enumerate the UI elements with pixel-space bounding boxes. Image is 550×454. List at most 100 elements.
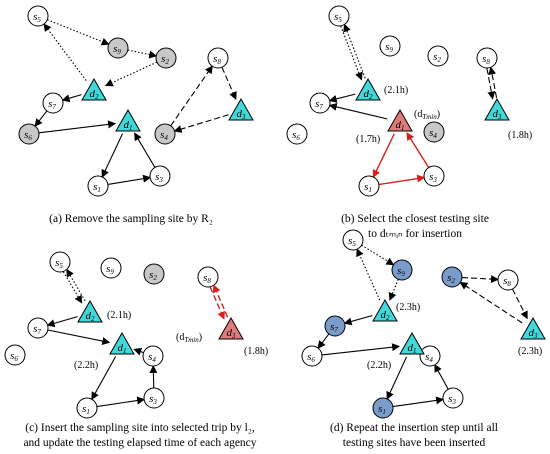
edge-b-d1-s1 xyxy=(372,133,395,178)
depot-d3-label: d3 xyxy=(529,327,539,340)
edge-b-s3-d1 xyxy=(406,132,430,168)
site-s3-label: s3 xyxy=(448,393,456,406)
site-s3-label: s3 xyxy=(429,171,437,184)
site-s3 xyxy=(143,387,165,409)
time-d-d2: (2.3h) xyxy=(396,302,420,313)
site-s6 xyxy=(18,123,40,145)
site-s1-label: s1 xyxy=(378,403,386,416)
edge-c-d1-s1 xyxy=(91,356,117,401)
depot-d1-label: d1 xyxy=(396,119,405,132)
edges-layer xyxy=(34,19,528,408)
site-s6-label: s6 xyxy=(292,129,300,142)
site-s8-label: s8 xyxy=(503,275,511,288)
site-s5 xyxy=(328,5,350,27)
site-s1 xyxy=(358,175,380,197)
site-s2-label: s2 xyxy=(161,53,169,66)
edge-d-d2-s5 xyxy=(356,248,381,301)
site-s6 xyxy=(286,123,308,145)
site-s1 xyxy=(87,175,109,197)
edge-c-s5-d2 xyxy=(62,271,83,304)
site-s8-label: s8 xyxy=(482,53,490,66)
site-s4 xyxy=(419,345,441,367)
edge-d-s3-s4 xyxy=(434,363,449,390)
dtmin-b: (dTmin) xyxy=(414,109,440,121)
site-s6-label: s6 xyxy=(10,350,18,363)
edge-a-d2-s7 xyxy=(61,94,82,103)
edge-a-s1-s3 xyxy=(107,174,152,185)
edge-d-d3-s2 xyxy=(459,281,523,324)
site-s9 xyxy=(391,259,413,281)
dtmin-c: (dTmin) xyxy=(176,332,202,344)
site-s7 xyxy=(309,92,331,114)
edge-a-s2-d2 xyxy=(104,61,158,87)
site-s9-label: s9 xyxy=(106,263,114,276)
site-s4-label: s4 xyxy=(429,127,437,140)
site-s5-label: s5 xyxy=(33,11,41,24)
edge-b-s1-s3 xyxy=(378,174,426,186)
site-s4-label: s4 xyxy=(425,351,433,364)
edge-b-d2-s5 xyxy=(343,23,366,79)
site-s4 xyxy=(142,345,164,367)
edge-d-d2-s7 xyxy=(343,314,373,326)
edge-d-s8-d3 xyxy=(511,288,528,320)
site-s5 xyxy=(27,5,49,27)
edge-d-s6-d1 xyxy=(321,343,401,356)
edge-c-d2-s7 xyxy=(46,316,78,328)
site-s7-label: s7 xyxy=(330,321,338,334)
site-s6 xyxy=(4,344,26,366)
site-s9-label: s9 xyxy=(385,41,393,54)
time-d-d1: (2.2h) xyxy=(367,360,391,371)
site-s4 xyxy=(154,123,176,145)
depot-d3-label: d3 xyxy=(237,108,247,121)
edge-d-s7-s6 xyxy=(317,333,330,349)
site-s1-label: s1 xyxy=(364,181,372,194)
site-s5-label: s5 xyxy=(334,11,342,24)
caption-c-line-1: (c) Insert the sampling site into select… xyxy=(25,422,255,434)
site-s1 xyxy=(372,397,394,419)
site-s5-label: s5 xyxy=(55,257,63,270)
edge-a-s4-s8 xyxy=(170,65,213,127)
depot-d2 xyxy=(355,77,381,101)
site-s8-label: s8 xyxy=(213,53,221,66)
edge-d-d1-s1 xyxy=(386,356,408,400)
site-s8-label: s8 xyxy=(203,272,211,285)
time-d-d3: (2.3h) xyxy=(518,346,542,357)
edge-c-s1-s3 xyxy=(96,396,146,408)
caption-b-line-2: to dₜₘᵢₙ for insertion xyxy=(368,228,462,240)
time-c-d2: (2.1h) xyxy=(107,310,131,321)
edge-c-s3-s4 xyxy=(149,364,158,389)
site-s8 xyxy=(207,47,229,69)
edge-a-s8-d3 xyxy=(221,66,237,100)
depot-d3 xyxy=(228,97,254,121)
depot-d3 xyxy=(218,316,244,340)
caption-c-line-2: and update the testing elapsed time of e… xyxy=(23,437,256,449)
depot-d1 xyxy=(387,108,413,132)
site-s7-label: s7 xyxy=(48,98,56,111)
site-s9 xyxy=(100,257,122,279)
depot-d3 xyxy=(484,97,510,121)
depot-d2 xyxy=(77,299,103,323)
site-s9-label: s9 xyxy=(397,265,405,278)
depot-d3-label: d3 xyxy=(227,327,237,340)
site-s4-label: s4 xyxy=(160,129,168,142)
depot-d1-label: d1 xyxy=(408,342,417,355)
depot-d3 xyxy=(520,316,546,340)
site-s7-label: s7 xyxy=(33,323,41,336)
site-s7 xyxy=(42,92,64,114)
edge-a-s6-d1 xyxy=(38,120,117,134)
site-s2 xyxy=(143,263,165,285)
site-s7-label: s7 xyxy=(315,98,323,111)
edge-d-s5-s9 xyxy=(361,244,395,266)
nodes-layer xyxy=(4,5,546,419)
edge-a-d1-s1 xyxy=(101,133,123,178)
edge-b-s5-d2 xyxy=(340,25,363,81)
site-s6 xyxy=(301,345,323,367)
caption-b-line-1: (b) Select the closest testing site xyxy=(341,213,489,225)
site-s6-label: s6 xyxy=(24,129,32,142)
time-c-d1: (2.2h) xyxy=(74,360,98,371)
edge-c-d3-s8 xyxy=(212,284,229,318)
site-s4-label: s4 xyxy=(148,351,156,364)
edge-a-s9-s2 xyxy=(127,49,158,59)
time-c-d3: (1.8h) xyxy=(244,346,268,357)
